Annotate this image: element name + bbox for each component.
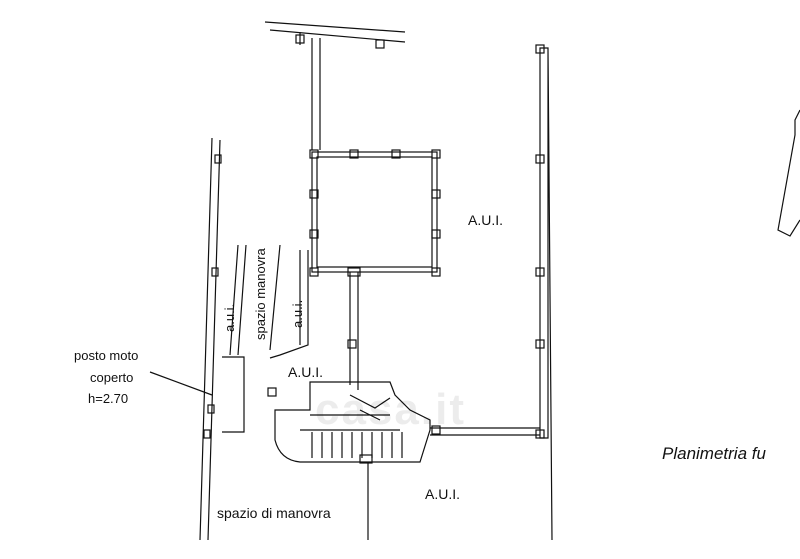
label-aui-bottom: A.U.I. — [425, 486, 461, 502]
label-aui-right-vertical: a.u.i. — [290, 299, 305, 328]
label-aui-left-vertical: a.u.i. — [222, 303, 237, 332]
staircase — [274, 381, 431, 463]
pillar — [295, 34, 305, 44]
room-square — [311, 151, 438, 273]
top-wall — [264, 21, 406, 150]
north-arrow — [777, 109, 800, 237]
planimetria-caption: Planimetria fu — [662, 444, 766, 463]
label-spazio-di-manovra: spazio di manovra — [217, 505, 331, 521]
label-coperto: coperto — [90, 370, 134, 385]
label-height: h=2.70 — [88, 391, 129, 406]
pillar — [375, 39, 385, 49]
watermark: casa.it — [315, 385, 466, 434]
right-boundary — [539, 47, 553, 541]
label-spazio-manovra-vertical: spazio manovra — [253, 248, 268, 340]
label-posto-moto: posto moto — [74, 348, 139, 363]
label-aui-top: A.U.I. — [468, 212, 504, 228]
left-boundary — [199, 137, 221, 541]
label-aui-middle: A.U.I. — [288, 364, 324, 380]
